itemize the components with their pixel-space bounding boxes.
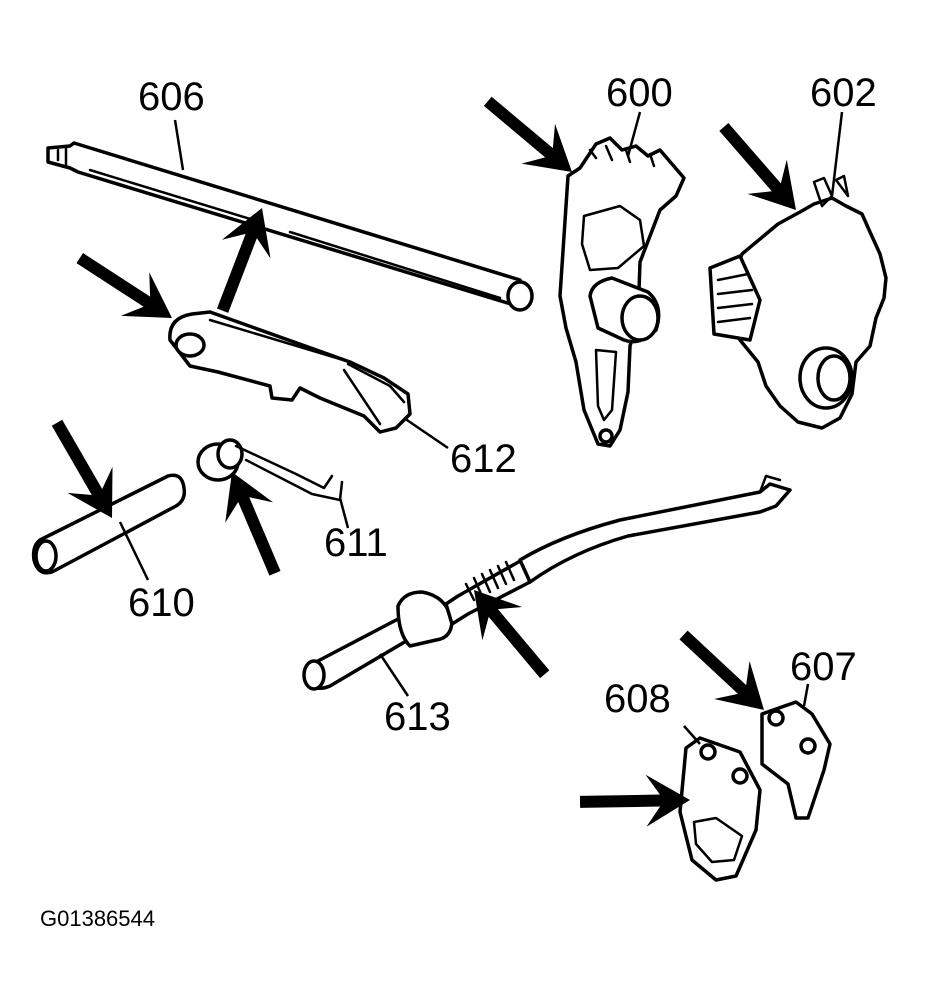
detent-lever-600 bbox=[558, 111, 686, 448]
callout-611: 611 bbox=[324, 521, 388, 565]
callout-608: 608 bbox=[604, 677, 671, 721]
bracket-608 bbox=[678, 725, 762, 882]
callout-607: 607 bbox=[790, 645, 857, 689]
rod-613 bbox=[302, 474, 792, 697]
shaft-606 bbox=[46, 119, 534, 312]
callout-606: 606 bbox=[138, 75, 205, 119]
callout-610: 610 bbox=[128, 581, 195, 625]
plate-607 bbox=[760, 683, 832, 820]
arrow-icon bbox=[579, 774, 691, 828]
figure-id: G01386544 bbox=[40, 906, 155, 931]
callout-612: 612 bbox=[450, 437, 517, 481]
spring-611 bbox=[196, 438, 350, 529]
lever-612 bbox=[168, 310, 449, 450]
callout-602: 602 bbox=[810, 71, 877, 115]
callout-600: 600 bbox=[606, 71, 673, 115]
pin-610 bbox=[31, 473, 187, 581]
switch-602 bbox=[708, 111, 888, 430]
arrow-icon bbox=[704, 109, 816, 228]
arrow-icon bbox=[65, 236, 187, 340]
callout-613: 613 bbox=[384, 695, 451, 739]
